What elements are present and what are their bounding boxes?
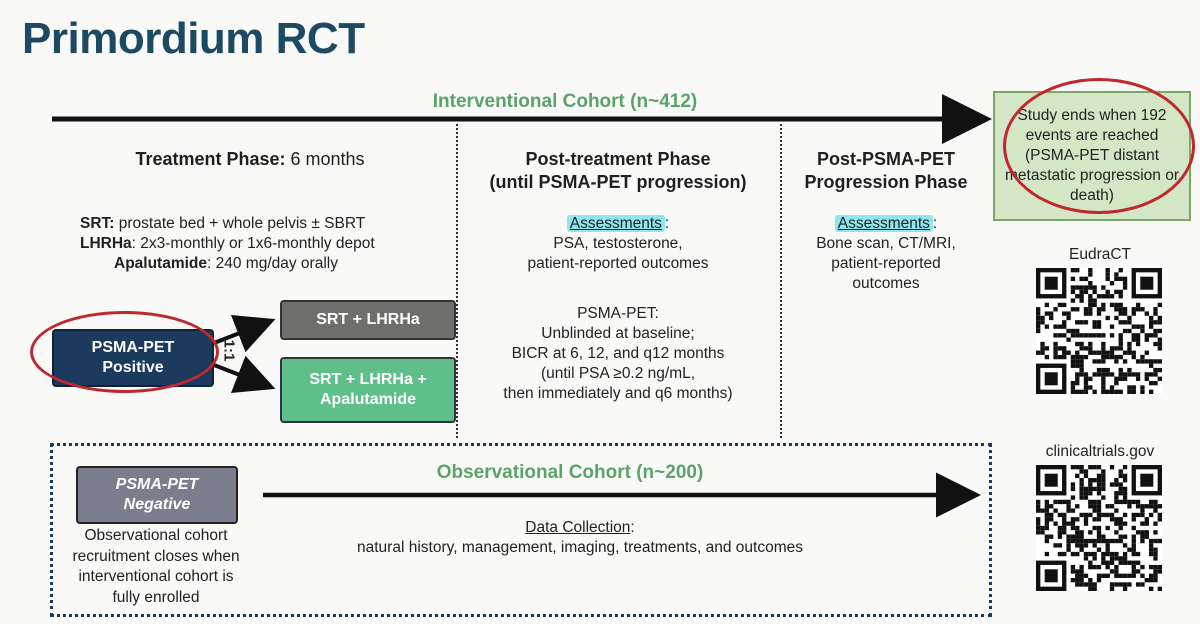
eudract-label: EudraCT: [1068, 246, 1132, 263]
treatment-details: SRT: prostate bed + whole pelvis ± SBRT …: [80, 214, 440, 274]
highlight-ellipse: [1003, 78, 1195, 214]
interventional-cohort-label: Interventional Cohort (n~412): [432, 91, 698, 112]
arm-srt-lhrha: SRT + LHRHa: [280, 300, 456, 340]
post-treatment-title: Post-treatment Phase (until PSMA-PET pro…: [489, 149, 747, 192]
highlight-ellipse: [30, 311, 219, 393]
observational-cohort-box: [50, 443, 992, 617]
assessments-label: Assessments: [834, 215, 933, 232]
page-title: Primordium RCT: [22, 14, 365, 63]
treatment-line-apalutamide: Apalutamide: 240 mg/day orally: [114, 255, 338, 272]
clinicaltrials-qr-icon[interactable]: [1030, 465, 1168, 591]
clinicaltrials-label: clinicaltrials.gov: [1045, 443, 1155, 460]
phase-divider: [780, 124, 782, 438]
observational-note: Observational cohort recruitment closes …: [72, 527, 240, 606]
post-pet-assessments: Assessments: Bone scan, CT/MRI, patient-…: [816, 215, 956, 292]
randomization-ratio: 1:1: [220, 339, 238, 362]
data-collection-text: natural history, management, imaging, tr…: [357, 539, 803, 556]
treatment-line-srt: SRT: prostate bed + whole pelvis ± SBRT: [80, 215, 366, 232]
arm-srt-lhrha-apalutamide: SRT + LHRHa + Apalutamide: [280, 357, 456, 423]
post-treatment-assessments: Assessments: PSA, testosterone, patient-…: [527, 215, 709, 272]
data-collection-label: Data Collection: [525, 519, 631, 536]
arm2-arrow: [213, 355, 276, 394]
arm1-arrow: [213, 314, 276, 353]
psma-pet-negative-box: PSMA-PET Negative: [76, 466, 238, 524]
phase-divider: [456, 124, 458, 438]
treatment-phase-title: Treatment Phase: 6 months: [135, 149, 365, 169]
treatment-line-lhrha: LHRHa: 2x3-monthly or 1x6-monthly depot: [80, 235, 375, 252]
eudract-qr-icon[interactable]: [1030, 268, 1168, 394]
observational-cohort-label: Observational Cohort (n~200): [436, 462, 704, 483]
data-collection: Data Collection: natural history, manage…: [300, 518, 860, 558]
assessments-label: Assessments: [566, 215, 665, 232]
post-treatment-pet: PSMA-PET: Unblinded at baseline; BICR at…: [503, 305, 733, 402]
post-pet-title: Post-PSMA-PET Progression Phase: [804, 149, 968, 192]
